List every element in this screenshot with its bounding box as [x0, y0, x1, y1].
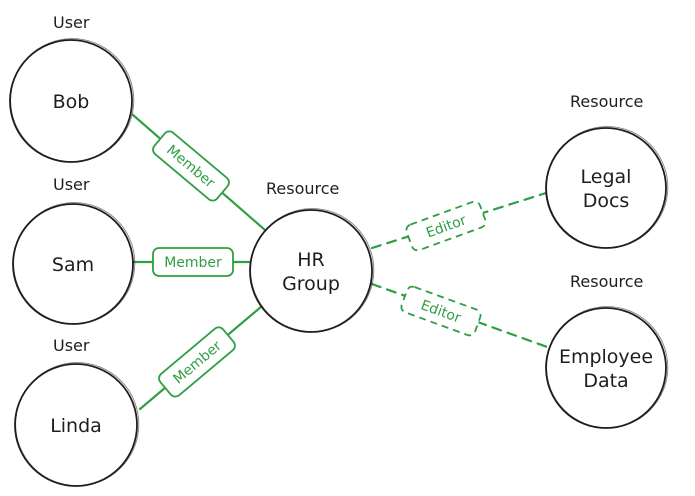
edge-label-box: Editor: [400, 285, 482, 337]
edge-hr-employee: Editor: [370, 282, 552, 350]
nodes-layer: UserBobUserSamUserLindaResourceHRGroupRe…: [9, 13, 669, 487]
node-circle-sketch: [250, 208, 375, 333]
node-circle-sketch: [13, 202, 136, 325]
node-circle-sketch: [546, 306, 669, 429]
node-name-label: Group: [282, 273, 340, 295]
node-name-label: Legal: [581, 166, 632, 188]
node-name-label: Linda: [50, 415, 102, 437]
edge-label-frame: [152, 130, 230, 202]
node-name-label: Employee: [559, 346, 653, 368]
edge-label-box: Editor: [405, 200, 487, 252]
edge-line: [370, 282, 552, 350]
edge-hr-legal: Editor: [370, 191, 548, 252]
node-name-label: Sam: [52, 254, 94, 276]
edge-label-box: Member: [152, 130, 230, 202]
node-type-label: Resource: [266, 179, 339, 198]
edge-label-frame: [405, 200, 487, 252]
node-circle-sketch: [10, 38, 135, 163]
edge-label-box: Member: [158, 326, 236, 398]
node-circle-sketch: [546, 126, 669, 249]
edge-label-text: Member: [164, 255, 222, 271]
edge-label-frame: [400, 285, 482, 337]
edge-label-frame: [158, 326, 236, 398]
edge-linda-hr: Member: [138, 304, 264, 411]
node-name-label: Data: [583, 370, 628, 392]
edge-bob-hr: Member: [131, 113, 267, 232]
node-type-label: User: [53, 336, 90, 355]
node-type-label: Resource: [570, 92, 643, 111]
node-type-label: Resource: [570, 272, 643, 291]
node-name-label: Bob: [53, 91, 90, 113]
node-type-label: User: [53, 13, 90, 32]
edge-label-frame: [152, 247, 234, 277]
edge-label-box: Member: [152, 247, 234, 277]
edge-sam-hr: Member: [131, 247, 252, 277]
node-type-label: User: [53, 175, 90, 194]
node-name-label: Docs: [583, 190, 630, 212]
node-circle-sketch: [15, 362, 140, 487]
node-name-label: HR: [297, 249, 325, 271]
edge-line: [370, 191, 548, 250]
